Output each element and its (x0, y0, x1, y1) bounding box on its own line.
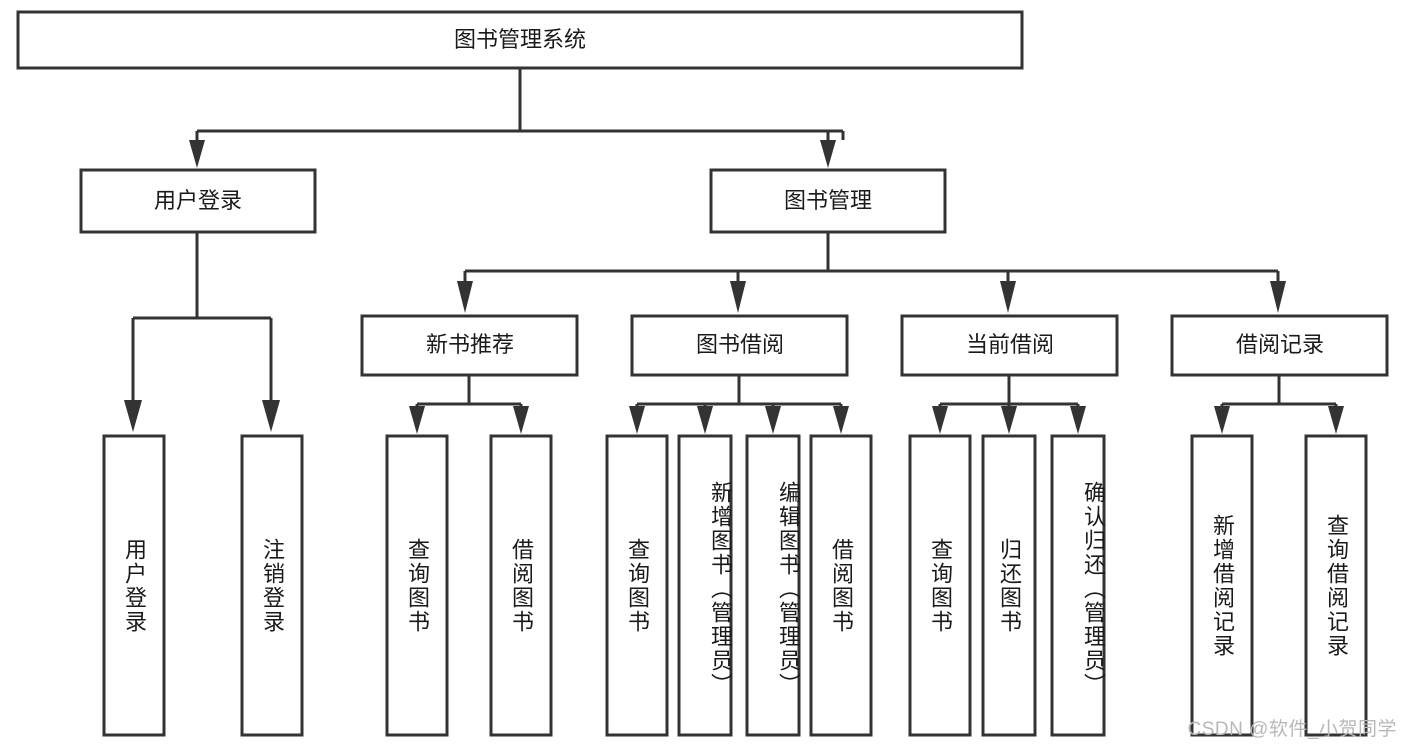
node-user-login-label: 用户登录 (154, 188, 242, 213)
leaf-box-add-borrow-record[interactable] (1190, 434, 1254, 737)
arrow-icon (765, 406, 781, 434)
arrow-icon (1000, 281, 1016, 313)
arrow-icon (1001, 406, 1017, 434)
node-user-login[interactable]: 用户登录 (79, 168, 317, 234)
arrow-icon (409, 406, 425, 434)
connector-borrowrecord-to-leaves (1214, 375, 1344, 434)
leaf-box-query-book-3[interactable] (908, 434, 972, 737)
leaf-box-return-book[interactable] (981, 434, 1037, 737)
node-current-borrow-label: 当前借阅 (966, 332, 1054, 357)
leaf-box-add-book[interactable] (677, 434, 733, 737)
node-root-label: 图书管理系统 (454, 27, 586, 52)
leaf-box-borrow-book-1[interactable] (489, 434, 553, 737)
leaf-box-edit-book[interactable] (745, 434, 801, 737)
connector-userlogin-to-leaves (124, 232, 280, 432)
arrow-icon (513, 406, 529, 434)
leaf-box-borrow-book-2[interactable] (809, 434, 873, 737)
node-borrow-record-label: 借阅记录 (1236, 332, 1324, 357)
arrow-icon (1070, 406, 1086, 434)
leaf-box-logout[interactable] (240, 434, 304, 737)
connector-root-to-level1 (189, 68, 845, 168)
arrow-icon (1214, 406, 1230, 434)
arrow-icon (833, 406, 849, 434)
arrow-icon (189, 140, 205, 168)
node-book-borrow[interactable]: 图书借阅 (630, 314, 849, 377)
node-new-book-recommend[interactable]: 新书推荐 (360, 314, 579, 377)
node-book-management-label: 图书管理 (784, 188, 872, 213)
connector-currentborrow-to-leaves (932, 375, 1086, 434)
arrow-icon (697, 406, 713, 434)
leaf-box-query-borrow-record[interactable] (1304, 434, 1368, 737)
arrow-icon (262, 400, 280, 432)
leaf-box-user-login[interactable] (102, 434, 166, 737)
leaf-box-confirm-return[interactable] (1050, 434, 1106, 737)
watermark-text: CSDN @软件_小贺同学 (1187, 719, 1397, 740)
connector-bookmgmt-to-level2 (457, 232, 1286, 313)
leaf-box-query-book-1[interactable] (385, 434, 449, 737)
arrow-icon (820, 140, 836, 168)
leaf-box-query-book-2[interactable] (605, 434, 669, 737)
connector-bookborrow-to-leaves (629, 375, 849, 434)
arrow-icon (124, 400, 142, 432)
arrow-icon (1270, 281, 1286, 313)
node-book-management[interactable]: 图书管理 (709, 168, 947, 234)
arrow-icon (457, 281, 473, 313)
node-borrow-record[interactable]: 借阅记录 (1170, 314, 1389, 377)
node-root[interactable]: 图书管理系统 (16, 10, 1024, 70)
connector-newbook-to-leaves (409, 375, 529, 434)
arrow-icon (629, 406, 645, 434)
arrow-icon (1328, 406, 1344, 434)
node-current-borrow[interactable]: 当前借阅 (900, 314, 1119, 377)
node-new-book-recommend-label: 新书推荐 (426, 332, 514, 357)
node-book-borrow-label: 图书借阅 (696, 332, 784, 357)
arrow-icon (730, 281, 746, 313)
arrow-icon (932, 406, 948, 434)
